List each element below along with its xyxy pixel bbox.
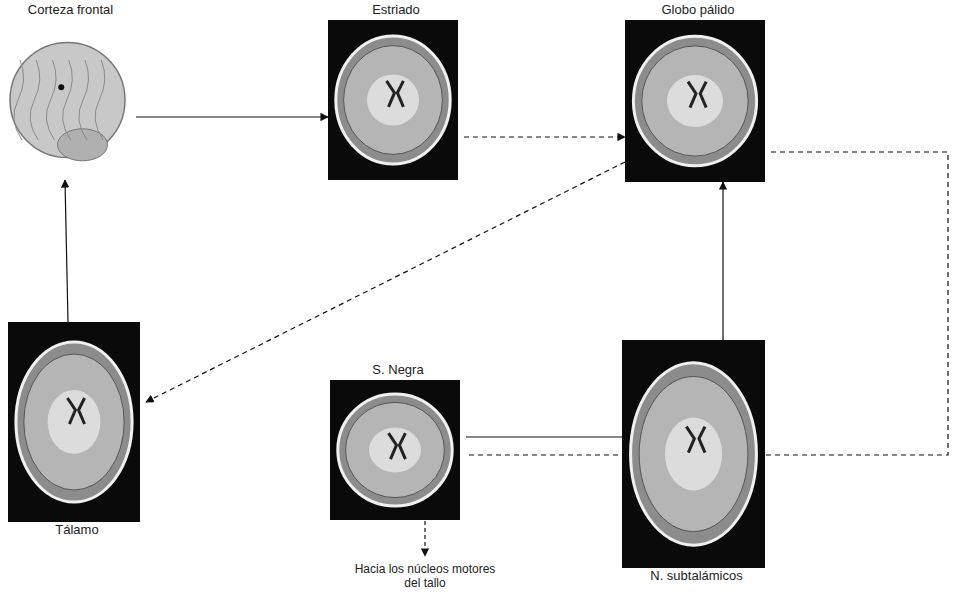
brain-sulcus [63,60,73,140]
region-label: Tálamo [8,522,146,540]
brain-image [622,340,765,568]
white-matter [369,428,421,473]
region-label: N. subtalámicos [622,568,771,586]
head-outline [16,342,132,502]
scan-background [625,20,765,182]
scan-background [328,20,458,180]
brain-section [344,46,443,155]
cortex-dot [58,84,64,90]
brain-panel: S. Negra [330,362,466,520]
brain-sulcus [79,60,89,140]
brain-panel: Globo pálido [625,2,771,182]
dashed-pathway [146,162,625,402]
scan-background [622,340,765,568]
scan-background [330,380,460,520]
ventricle [389,433,406,459]
pathway-arrow [136,116,328,117]
brain-sulcus [46,60,56,140]
brain-sulcus [30,60,40,140]
white-matter [667,75,723,127]
ventricle [688,82,706,108]
brain-image [328,20,458,180]
ventricle [686,427,705,453]
brain-panel: Corteza frontal [5,2,136,180]
head-outline [631,363,757,545]
ventricle [387,81,404,107]
region-label: Estriado [328,2,464,20]
brain-section [639,376,748,531]
region-label: S. Negra [330,362,466,380]
brain-panel: Tálamo [8,322,146,540]
head-outline [336,36,450,164]
brain-section [346,402,445,497]
head-outline [338,394,452,506]
head-outline [633,36,756,166]
brain-image [5,20,130,180]
pathway-arrow [466,436,622,437]
pathway-arrow [65,180,68,322]
brain-panel: Estriado [328,2,464,180]
white-matter [665,418,722,491]
brain-panel: N. subtalámicos [622,340,771,586]
dashed-pathway [464,136,625,137]
brain-image [330,380,460,520]
brain-sulcus [14,60,24,140]
brain-image [8,322,140,522]
brain-image [625,20,765,182]
white-matter [367,74,419,125]
region-label: Corteza frontal [5,2,136,20]
region-label: Globo pálido [625,2,771,20]
brain-section [24,354,124,490]
scan-background [8,322,140,522]
cerebellum [58,129,108,161]
white-matter [48,390,101,454]
output-label: Hacia los núcleos motores del tallo [350,562,500,590]
ventricle [67,398,84,424]
pathway-arrow [722,182,723,340]
brain-sulcus [95,60,105,140]
brain-section [642,46,748,156]
